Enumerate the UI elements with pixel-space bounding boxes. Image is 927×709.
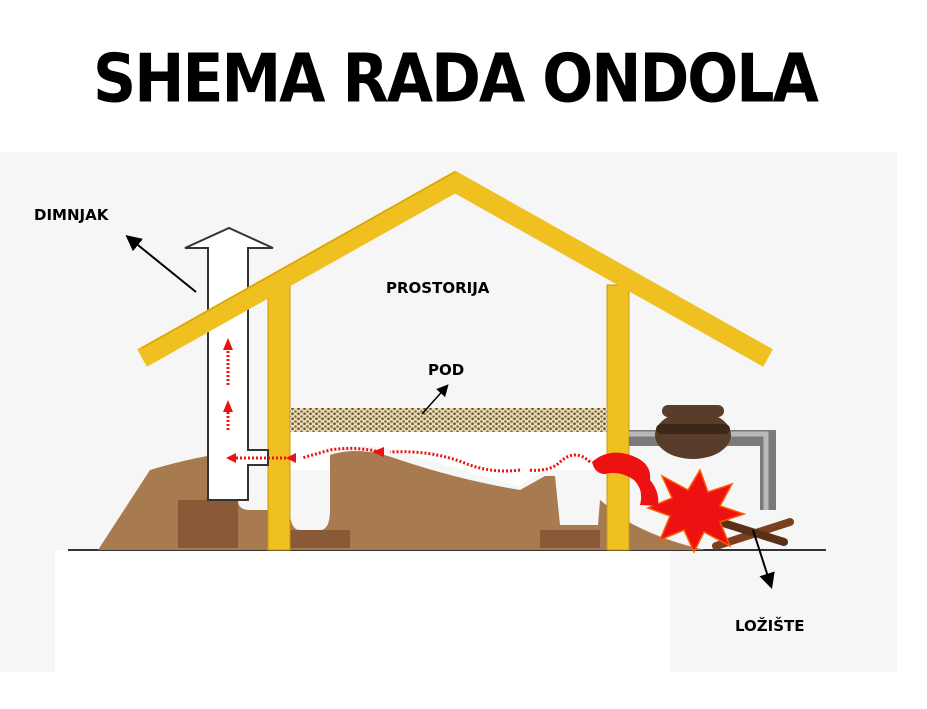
firebox-pointer-arrow: [752, 529, 775, 590]
cooking-pot-body: [655, 411, 731, 459]
chimney-pointer-arrow: [125, 234, 197, 293]
basement-white: [55, 550, 670, 675]
label-floor: POD: [428, 361, 465, 379]
label-firebox: LOŽIŠTE: [735, 617, 805, 635]
firewood-log: [716, 518, 788, 546]
roof-outline: [141, 171, 456, 349]
foundation-block-mid: [290, 530, 350, 548]
roof: [137, 170, 773, 367]
cooking-pot-rim: [656, 424, 730, 434]
floor-pointer-arrow: [421, 384, 449, 415]
label-room: PROSTORIJA: [386, 279, 490, 297]
label-chimney: DIMNJAK: [34, 206, 109, 224]
flame-plume: [592, 452, 659, 506]
cooking-pot-lid: [662, 405, 724, 417]
pillar-right: [606, 284, 630, 551]
smoke-flow-arrowheads: [223, 338, 384, 463]
earth-mound: [98, 451, 705, 550]
floor-gravel: [290, 408, 607, 432]
pillar-left: [267, 284, 291, 551]
foundation-block-left: [178, 500, 238, 548]
foundation-block-right: [540, 530, 600, 548]
fire-burst: [645, 468, 747, 554]
diagram-title: SHEMA RADA ONDOLA: [93, 39, 819, 119]
